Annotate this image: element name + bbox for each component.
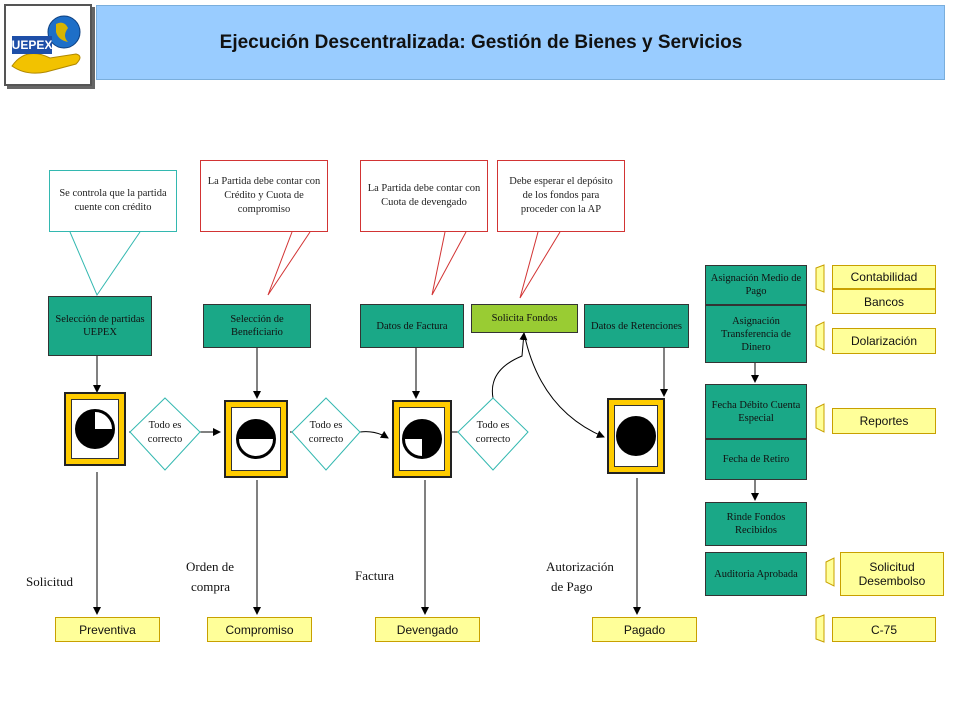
diamond-2 — [291, 397, 361, 471]
report-c75: C-75 — [832, 617, 936, 642]
logo-graphic: UEPEX — [11, 15, 81, 74]
callout-credito: Se controla que la partida cuente con cr… — [49, 170, 177, 232]
diamond-label-2: Todo es correcto — [308, 420, 344, 445]
state-compromiso: Compromiso — [207, 617, 312, 642]
state-pagado: Pagado — [592, 617, 697, 642]
tab-contabilidad — [815, 264, 825, 293]
step-rinde-fondos: Rinde Fondos Recibidos — [705, 502, 807, 546]
diamond-3 — [457, 397, 529, 471]
report-solicitud-desembolso: Solicitud Desembolso — [840, 552, 944, 596]
tab-solicitud — [825, 557, 835, 587]
callout-tail-3 — [431, 231, 467, 296]
callout-tail-4 — [519, 231, 561, 299]
arrow-solicita-g4 — [523, 332, 605, 438]
step-asignacion-transferencia: Asignación Transferencia de Dinero — [705, 305, 807, 363]
stage-orden-compra: Orden de compra — [186, 559, 235, 594]
arrow-d2-g3 — [359, 430, 389, 439]
gauge-compromiso-icon — [224, 400, 288, 478]
report-reportes: Reportes — [832, 408, 936, 434]
report-dolarizacion: Dolarización — [832, 328, 936, 354]
gauge-devengado-icon — [392, 400, 452, 478]
page-title: Ejecución Descentralizada: Gestión de Bi… — [219, 31, 743, 53]
step-solicita-fondos: Solicita Fondos — [471, 304, 578, 333]
report-bancos: Bancos — [832, 289, 936, 314]
step-fecha-debito: Fecha Débito Cuenta Especial — [705, 384, 807, 439]
diamond-label-3: Todo es correcto — [475, 420, 511, 445]
callout-fondos: Debe esperar el depósito de los fondos p… — [497, 160, 625, 232]
arrow-d3-solicita — [491, 332, 528, 399]
stage-autorizacion-pago: Autorización de Pago — [546, 559, 614, 594]
diamond-1 — [129, 397, 201, 471]
tab-reportes — [815, 403, 825, 433]
gauge-preventiva-icon — [64, 392, 126, 466]
report-contabilidad: Contabilidad — [832, 265, 936, 289]
state-devengado: Devengado — [375, 617, 480, 642]
state-preventiva: Preventiva — [55, 617, 160, 642]
callout-tail-2 — [267, 231, 311, 296]
uepex-logo: UEPEX — [4, 4, 92, 86]
step-datos-factura: Datos de Factura — [360, 304, 464, 348]
step-fecha-retiro: Fecha de Retiro — [705, 439, 807, 480]
header-bar — [96, 5, 945, 80]
gauge-pagado-icon — [607, 398, 665, 474]
step-datos-retenciones: Datos de Retenciones — [584, 304, 689, 348]
callout-devengado: La Partida debe contar con Cuota de deve… — [360, 160, 488, 232]
stage-solicitud: Solicitud — [26, 574, 73, 589]
step-seleccion-partidas: Selección de partidas UEPEX — [48, 296, 152, 356]
tab-c75 — [815, 614, 825, 643]
step-asignacion-medio: Asignación Medio de Pago — [705, 265, 807, 305]
tab-dolarizacion — [815, 321, 825, 351]
logo-text: UEPEX — [12, 38, 53, 52]
callout-tail-1 — [69, 231, 141, 297]
diamond-label-1: Todo es correcto — [147, 420, 183, 445]
callout-compromiso: La Partida debe contar con Crédito y Cuo… — [200, 160, 328, 232]
step-seleccion-beneficiario: Selección de Beneficiario — [203, 304, 311, 348]
step-auditoria: Auditoria Aprobada — [705, 552, 807, 596]
stage-factura: Factura — [355, 568, 394, 583]
